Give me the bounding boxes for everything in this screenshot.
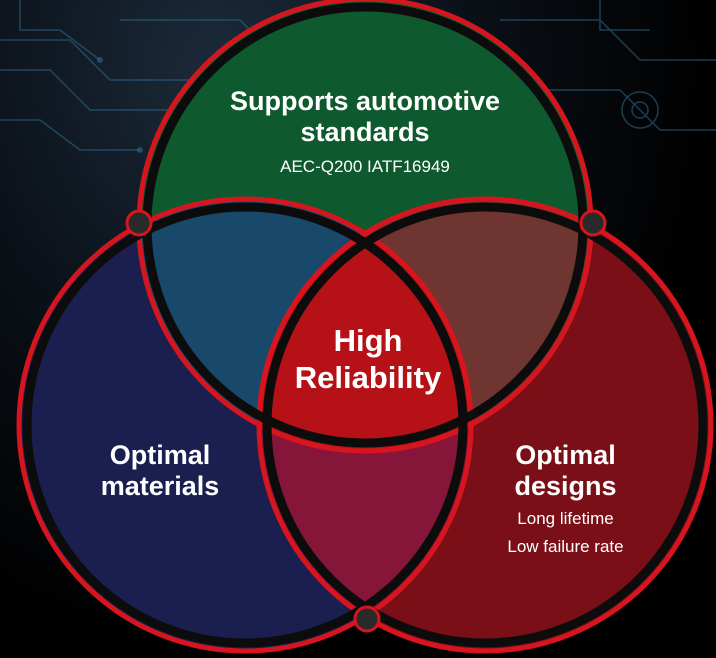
optimal-designs-sub1: Long lifetime <box>517 509 614 528</box>
label-optimal-designs: Optimal designs Long lifetime Low failur… <box>478 440 653 558</box>
automotive-standards-subtitle: AEC-Q200 IATF16949 <box>280 157 450 176</box>
automotive-standards-title: Supports automotive standards <box>229 86 500 147</box>
optimal-designs-title: Optimal designs <box>514 440 617 501</box>
junction-node-left <box>125 209 153 237</box>
optimal-materials-title: Optimal materials <box>100 440 220 501</box>
label-high-reliability: High Reliability <box>268 322 468 396</box>
label-automotive-standards: Supports automotive standards AEC-Q200 I… <box>215 86 515 178</box>
high-reliability-title: High Reliability <box>294 323 442 395</box>
junction-node-bottom <box>353 605 381 633</box>
label-optimal-materials: Optimal materials <box>80 440 240 502</box>
optimal-designs-sub2: Low failure rate <box>507 537 624 556</box>
junction-node-right <box>579 209 607 237</box>
center-intersection <box>260 200 470 450</box>
